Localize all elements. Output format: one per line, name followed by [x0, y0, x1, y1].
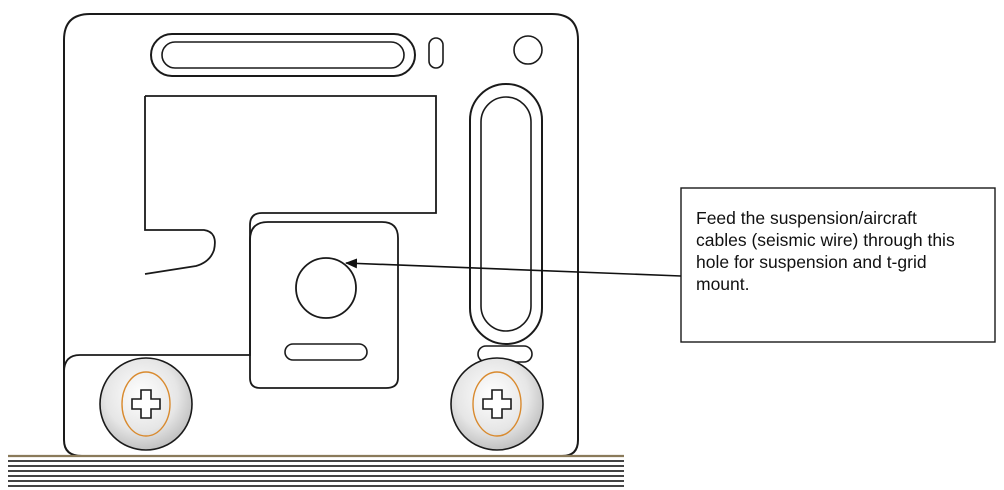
lower-horizontal-slot — [284, 343, 368, 361]
bracket-bottom-contour — [63, 221, 399, 373]
small-vertical-slot — [428, 37, 444, 69]
phillips-head-icon — [131, 389, 161, 419]
bracket-window-cutout — [145, 95, 437, 389]
bracket-window-left — [144, 96, 216, 275]
top-horizontal-slot-inner — [161, 41, 405, 69]
left-screw — [99, 357, 193, 451]
cable-hole — [295, 257, 357, 319]
callout-arrow — [345, 258, 682, 277]
right-screw — [450, 357, 544, 451]
ceiling-rail — [8, 454, 624, 487]
callout-box — [680, 187, 996, 343]
small-round-hole — [513, 35, 543, 65]
callout-text: Feed the suspension/aircraft cables (sei… — [696, 208, 955, 294]
vertical-slot-inner — [480, 96, 532, 332]
phillips-head-icon — [482, 389, 512, 419]
